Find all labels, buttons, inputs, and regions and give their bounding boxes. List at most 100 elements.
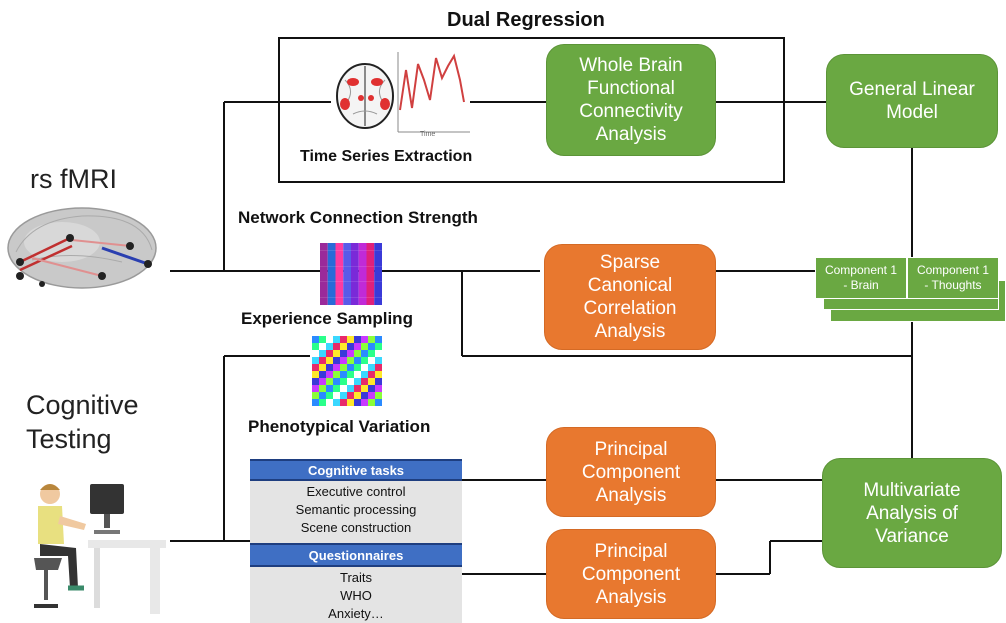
time-series-plot xyxy=(397,52,470,133)
heatmap-cell xyxy=(327,250,336,259)
questionnaires-header: Questionnaires xyxy=(250,543,462,567)
heatmap-cell xyxy=(340,343,347,350)
heatmap-cell xyxy=(327,243,336,251)
manova-box: Multivariate Analysis of Variance xyxy=(822,458,1002,568)
heatmap-cell xyxy=(354,371,361,378)
heatmap-cell xyxy=(347,343,354,350)
heatmap-cell xyxy=(366,250,375,259)
heatmap-cell xyxy=(354,343,361,350)
heatmap-cell xyxy=(326,392,333,399)
heatmap-cell xyxy=(351,281,359,290)
brain-network-image xyxy=(7,207,157,289)
rs-fmri-label: rs fMRI xyxy=(30,164,117,194)
heatmap-cell xyxy=(320,243,328,251)
network-strength-label: Network Connection Strength xyxy=(238,208,478,227)
heatmap-cell xyxy=(326,399,333,406)
scca-box: Sparse Canonical Correlation Analysis xyxy=(544,244,716,350)
heatmap-cell xyxy=(361,392,368,399)
heatmap-cell xyxy=(366,266,375,274)
heatmap-cell xyxy=(312,371,319,378)
heatmap-cell xyxy=(340,399,347,406)
component-brain-card: Component 1 - Brain xyxy=(815,257,907,299)
heatmap-cell xyxy=(312,350,319,357)
heatmap-cell xyxy=(358,258,367,267)
heatmap-cell xyxy=(361,399,368,406)
heatmap-cell xyxy=(312,336,319,343)
phenotypical-label: Phenotypical Variation xyxy=(248,417,431,436)
heatmap-cell xyxy=(333,371,340,378)
heatmap-cell xyxy=(326,336,333,343)
heatmap-cell xyxy=(333,378,340,385)
heatmap-cell xyxy=(375,364,382,371)
heatmap-cell xyxy=(320,281,328,290)
heatmap-cell xyxy=(374,274,382,282)
heatmap-cell xyxy=(361,364,368,371)
heatmap-cell xyxy=(374,258,382,267)
heatmap-cell xyxy=(354,385,361,392)
heatmap-cell xyxy=(354,378,361,385)
heatmap-cell xyxy=(335,243,344,251)
heatmap-cell xyxy=(354,364,361,371)
heatmap-cell xyxy=(358,274,367,282)
heatmap-cell xyxy=(347,364,354,371)
heatmap-cell xyxy=(347,357,354,364)
heatmap-cell xyxy=(343,289,351,298)
heatmap-cell xyxy=(327,266,336,274)
questionnaire-item: Anxiety… xyxy=(328,606,384,621)
cognitive-tasks-list: Executive control Semantic processing Sc… xyxy=(250,481,462,544)
heatmap-cell xyxy=(340,336,347,343)
heatmap-cell xyxy=(354,336,361,343)
heatmap-cell xyxy=(335,289,344,298)
heatmap-cell xyxy=(361,350,368,357)
heatmap-cell xyxy=(366,281,375,290)
heatmap-cell xyxy=(368,364,375,371)
heatmap-cell xyxy=(312,378,319,385)
heatmap-cell xyxy=(374,250,382,259)
heatmap-cell xyxy=(366,289,375,298)
heatmap-cell xyxy=(333,392,340,399)
heatmap-cell xyxy=(361,378,368,385)
heatmap-cell xyxy=(333,336,340,343)
questionnaire-item: WHO xyxy=(340,588,372,603)
heatmap-cell xyxy=(375,378,382,385)
heatmap-cell xyxy=(326,357,333,364)
heatmap-cell xyxy=(326,364,333,371)
heatmap-cell xyxy=(374,289,382,298)
heatmap-cell xyxy=(312,357,319,364)
heatmap-cell xyxy=(312,392,319,399)
heatmap-cell xyxy=(351,250,359,259)
heatmap-cell xyxy=(375,343,382,350)
heatmap-cell xyxy=(319,343,326,350)
heatmap-cell xyxy=(340,378,347,385)
heatmap-cell xyxy=(335,250,344,259)
whole-brain-fc-box: Whole Brain Functional Connectivity Anal… xyxy=(546,44,716,156)
time-series-label: Time Series Extraction xyxy=(300,148,473,165)
component-thoughts-card: Component 1 - Thoughts xyxy=(907,257,999,299)
heatmap-cell xyxy=(366,243,375,251)
heatmap-cell xyxy=(361,371,368,378)
heatmap-cell xyxy=(366,258,375,267)
heatmap-cell xyxy=(347,371,354,378)
heatmap-cell xyxy=(361,343,368,350)
heatmap-cell xyxy=(351,274,359,282)
heatmap-cell xyxy=(347,350,354,357)
heatmap-cell xyxy=(320,250,328,259)
task-item: Executive control xyxy=(306,484,406,499)
heatmap-cell xyxy=(343,258,351,267)
heatmap-cell xyxy=(340,371,347,378)
heatmap-cell xyxy=(326,378,333,385)
heatmap-cell xyxy=(319,364,326,371)
glm-box: General Linear Model xyxy=(826,54,998,148)
heatmap-cell xyxy=(361,385,368,392)
heatmap-cell xyxy=(358,297,367,305)
heatmap-cell xyxy=(340,392,347,399)
heatmap-cell xyxy=(333,350,340,357)
heatmap-cell xyxy=(347,336,354,343)
heatmap-cell xyxy=(326,385,333,392)
heatmap-cell xyxy=(374,266,382,274)
heatmap-cell xyxy=(361,357,368,364)
heatmap-cell xyxy=(326,371,333,378)
heatmap-cell xyxy=(358,281,367,290)
heatmap-cell xyxy=(312,343,319,350)
heatmap-cell xyxy=(368,336,375,343)
